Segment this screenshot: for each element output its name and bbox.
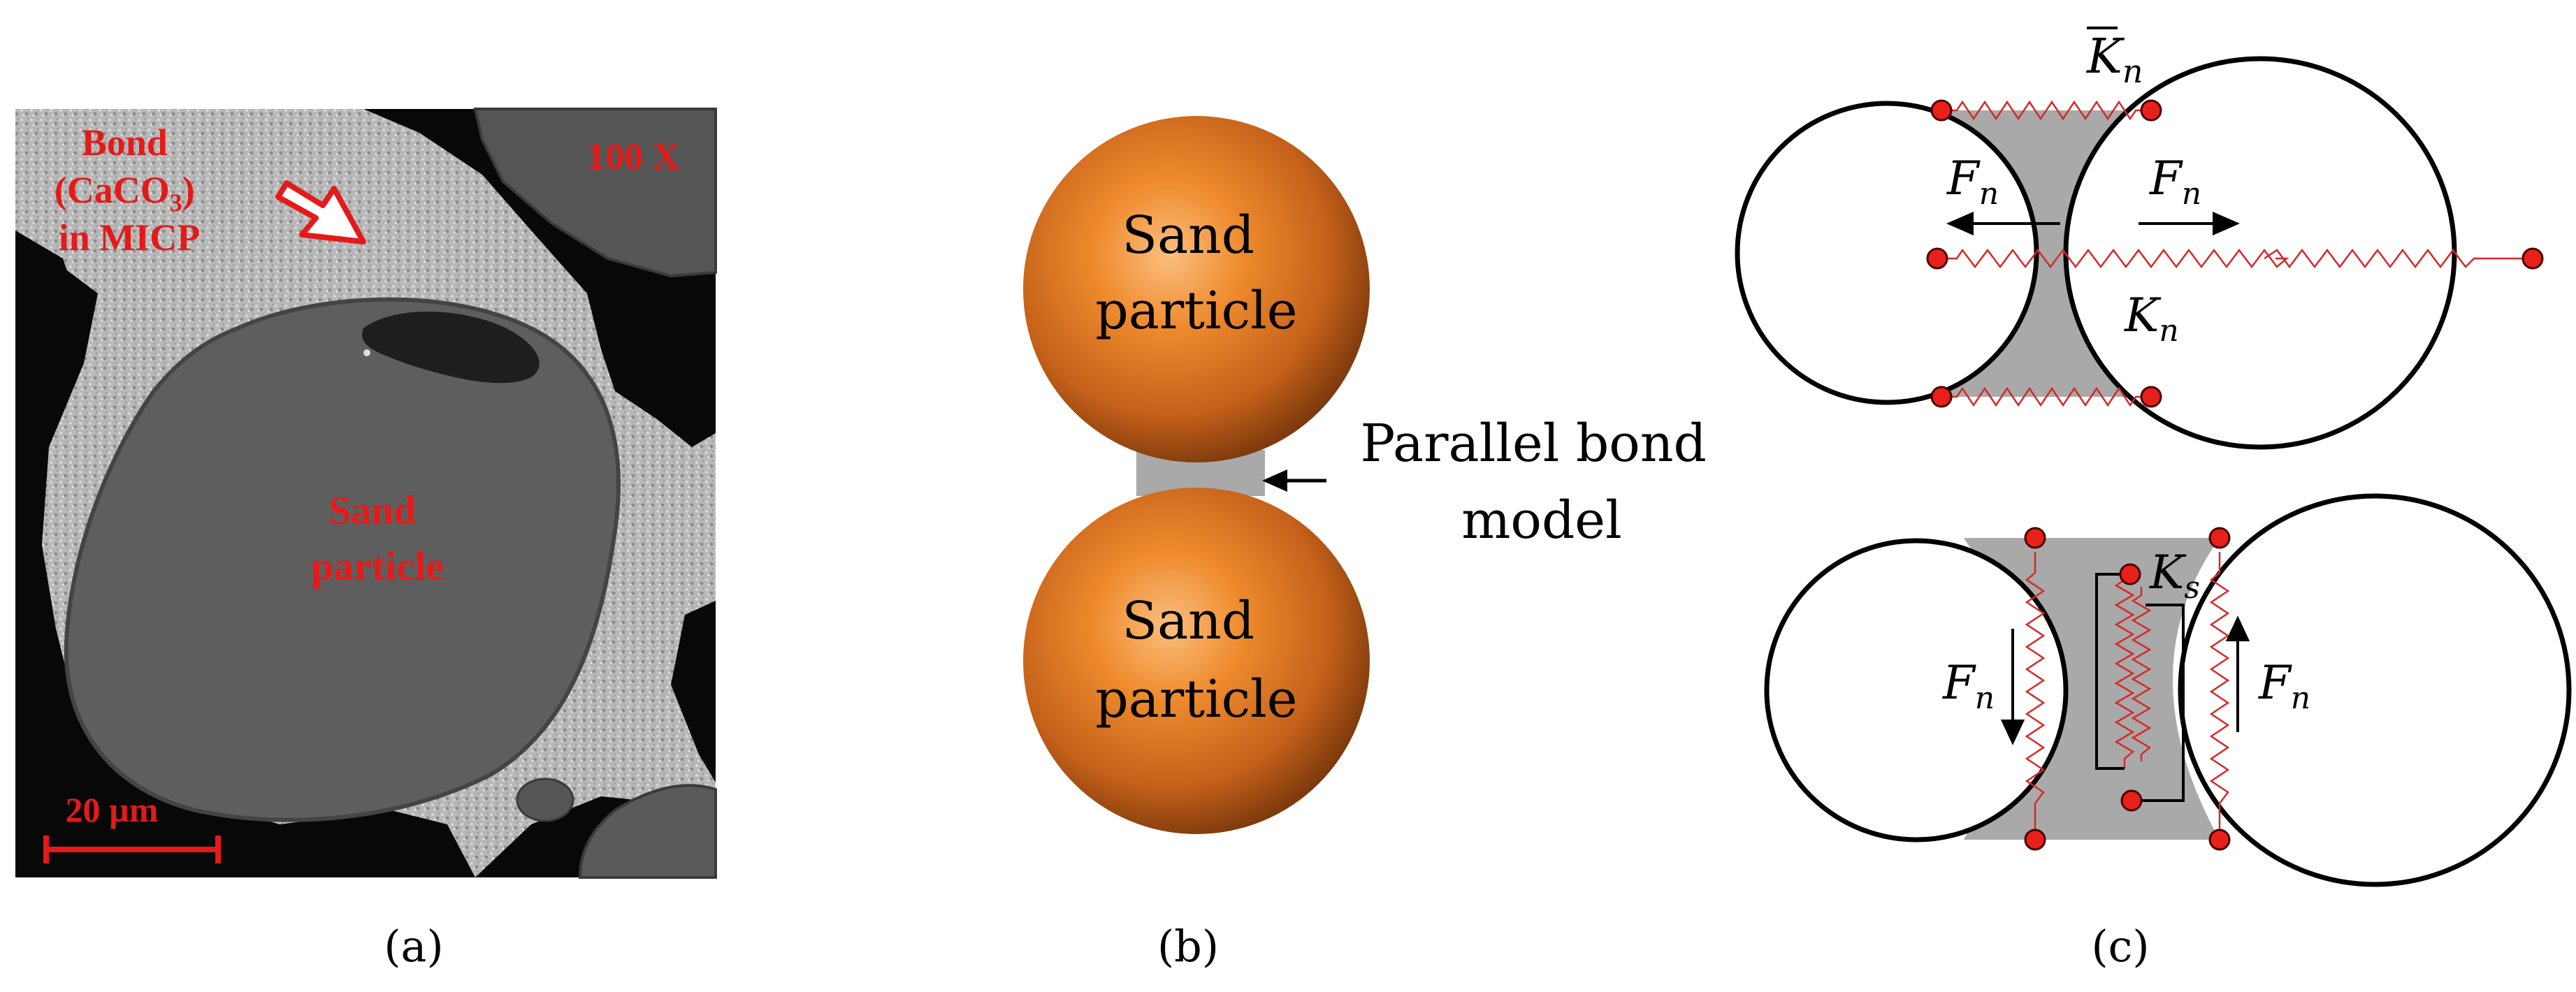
fn-left-label: Fn (1946, 152, 1999, 212)
bottom-particle-label: Sand particle (1095, 591, 1297, 729)
lower-nodes (2024, 527, 2231, 851)
shear-bracket (2095, 573, 2185, 802)
scale-bar-label: 20 µm (66, 790, 159, 829)
upper-springs (1937, 100, 2533, 407)
panel-b: Sand particle Sand particle Parallel bon… (1023, 116, 1723, 972)
bond-arrow (275, 180, 366, 245)
sand-particle-bottom (1023, 488, 1370, 834)
scale-bar (43, 836, 221, 863)
lower-left-particle (1764, 538, 2069, 843)
small-grain (516, 778, 574, 822)
bond-label: Bond (CaCO3) in MICP (55, 122, 204, 258)
sand-particle-top (1023, 116, 1370, 462)
caption-a: (a) (384, 921, 443, 972)
upper-nodes (1926, 99, 2544, 408)
panel-c: Kn Fn Fn Kn Ks Fn Fn (c) (1735, 27, 2572, 972)
sem-sand-particle (64, 297, 621, 822)
upper-right-particle (2063, 56, 2457, 450)
caption-c: (c) (2091, 921, 2149, 972)
lower-springs (2025, 552, 2230, 838)
fn-arrows-lower (2000, 615, 2250, 745)
dark-inclusion (362, 312, 540, 384)
top-particle-label: Sand particle (1095, 205, 1297, 341)
sand-particle-label: Sand particle (311, 488, 444, 589)
fn-arrows-upper (1946, 211, 2240, 236)
lower-right-particle (2178, 493, 2572, 887)
fn-right-label: Fn (2149, 152, 2201, 212)
dark-pore (601, 328, 716, 447)
kn-label: Kn (2124, 289, 2179, 349)
kn-bar-label: Kn (2085, 29, 2143, 90)
magnification-label: 100 X (586, 136, 680, 177)
fn-lower-right-label: Fn (2258, 656, 2310, 716)
fn-lower-left-label: Fn (1942, 656, 1995, 716)
neighbour-grain (473, 108, 717, 278)
bond-pointer-arrow (1262, 469, 1326, 492)
dark-pore (15, 231, 84, 433)
upper-left-particle (1735, 101, 2039, 405)
neighbour-grain (578, 784, 717, 879)
panel-a: Bond (CaCO3) in MICP 100 X Sand particle… (15, 108, 717, 972)
ks-label: Ks (2149, 546, 2200, 606)
caption-b: (b) (1157, 921, 1219, 972)
parallel-bond-label: Parallel bond model (1361, 414, 1723, 550)
